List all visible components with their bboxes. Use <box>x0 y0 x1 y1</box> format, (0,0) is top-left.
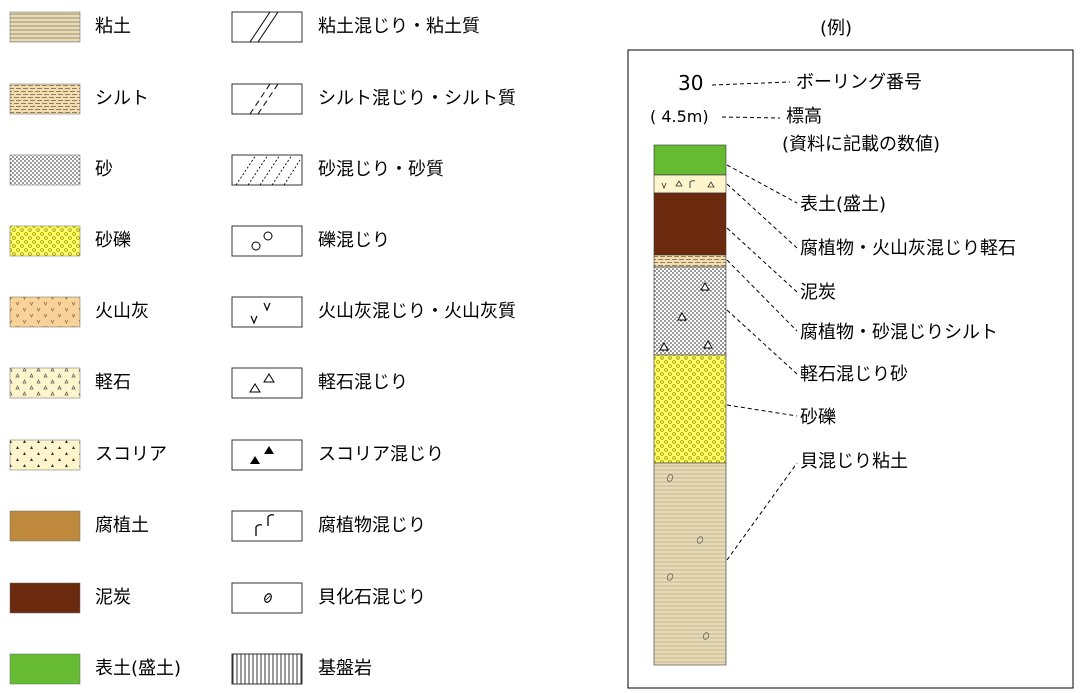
boring-column <box>653 144 727 666</box>
leader-sand-pumice <box>726 309 798 375</box>
leader-elevation <box>721 116 781 119</box>
layer-gravel <box>653 354 727 464</box>
legend-label-gravel: 砂礫 <box>95 230 131 251</box>
swatch-humus-mix <box>231 510 303 542</box>
legend-label-scoria-mix: スコリア混じり <box>318 444 444 465</box>
example-layer-label-topsoil: 表土(盛土) <box>800 194 887 215</box>
boring-number: 30 <box>678 71 704 95</box>
leader-peat <box>726 227 798 293</box>
legend-label-gravel-mix: 礫混じり <box>318 230 390 251</box>
swatch-bedrock <box>231 653 303 685</box>
example-layer-label-shell-clay: 貝混じり粘土 <box>800 451 908 472</box>
swatch-topsoil <box>9 653 81 685</box>
swatch-scoria <box>9 439 81 471</box>
example-layer-label-gravel: 砂礫 <box>800 407 836 428</box>
example-layer-label-sand-pumice: 軽石混じり砂 <box>800 364 908 385</box>
legend-label-ash-mix: 火山灰混じり・火山灰質 <box>318 301 516 322</box>
legend-label-humus-mix: 腐植物混じり <box>318 515 426 536</box>
layer-topsoil <box>653 144 727 176</box>
layer-peat <box>653 192 727 256</box>
legend-label-peat: 泥炭 <box>95 587 131 608</box>
legend-label-sand-mix: 砂混じり・砂質 <box>318 159 444 180</box>
swatch-sand-mix <box>231 154 303 186</box>
swatch-silt <box>9 83 81 115</box>
example-layer-label-peat: 泥炭 <box>800 282 836 303</box>
legend-label-silt-mix: シルト混じり・シルト質 <box>318 88 516 109</box>
example-title: (例) <box>820 18 853 39</box>
leader-pumice-mix <box>726 183 798 249</box>
elevation-note: (資料に記載の数値) <box>782 134 941 155</box>
elevation-label: 標高 <box>786 106 822 127</box>
layer-silt-mix <box>653 254 727 268</box>
layer-shell-clay <box>653 462 727 666</box>
leader-topsoil <box>726 164 798 204</box>
swatch-pumice-mix <box>231 367 303 399</box>
swatch-humus <box>9 510 81 542</box>
leader-silt-mix <box>726 259 798 332</box>
legend-label-sand: 砂 <box>95 159 113 180</box>
swatch-scoria-mix <box>231 439 303 471</box>
swatch-pumice <box>9 367 81 399</box>
legend-label-scoria: スコリア <box>95 444 167 465</box>
layer-pumice-mix <box>653 174 727 194</box>
legend-label-shell-mix: 貝化石混じり <box>318 587 426 608</box>
layer-sand-pumice <box>653 266 727 356</box>
leader-shell-clay <box>726 462 798 561</box>
legend-label-clay-mix: 粘土混じり・粘土質 <box>318 16 480 37</box>
legend-label-silt: シルト <box>95 88 149 109</box>
legend-label-pumice: 軽石 <box>95 372 131 393</box>
example-layer-label-silt-mix: 腐植物・砂混じりシルト <box>800 322 998 343</box>
legend-label-humus: 腐植土 <box>95 515 149 536</box>
swatch-gravel-mix <box>231 225 303 257</box>
swatch-peat <box>9 582 81 614</box>
swatch-clay-mix <box>231 11 303 43</box>
elevation-value: ( 4.5m) <box>650 107 709 126</box>
example-layer-label-pumice-mix: 腐植物・火山灰混じり軽石 <box>800 238 1016 259</box>
swatch-sand <box>9 154 81 186</box>
legend-label-clay: 粘土 <box>95 16 131 37</box>
swatch-ash <box>9 296 81 328</box>
leader-lines <box>711 81 798 561</box>
legend-label-pumice-mix: 軽石混じり <box>318 372 408 393</box>
legend-label-topsoil: 表土(盛土) <box>95 658 182 679</box>
legend-label-ash: 火山灰 <box>95 301 149 322</box>
swatch-shell-mix <box>231 582 303 614</box>
swatch-silt-mix <box>231 83 303 115</box>
leader-gravel <box>726 404 798 417</box>
boring-number-label: ボーリング番号 <box>796 72 922 93</box>
leader-boring-number <box>711 81 791 86</box>
swatch-ash-mix <box>231 296 303 328</box>
legend-label-bedrock: 基盤岩 <box>318 658 372 679</box>
swatch-gravel <box>9 225 81 257</box>
swatch-clay <box>9 11 81 43</box>
